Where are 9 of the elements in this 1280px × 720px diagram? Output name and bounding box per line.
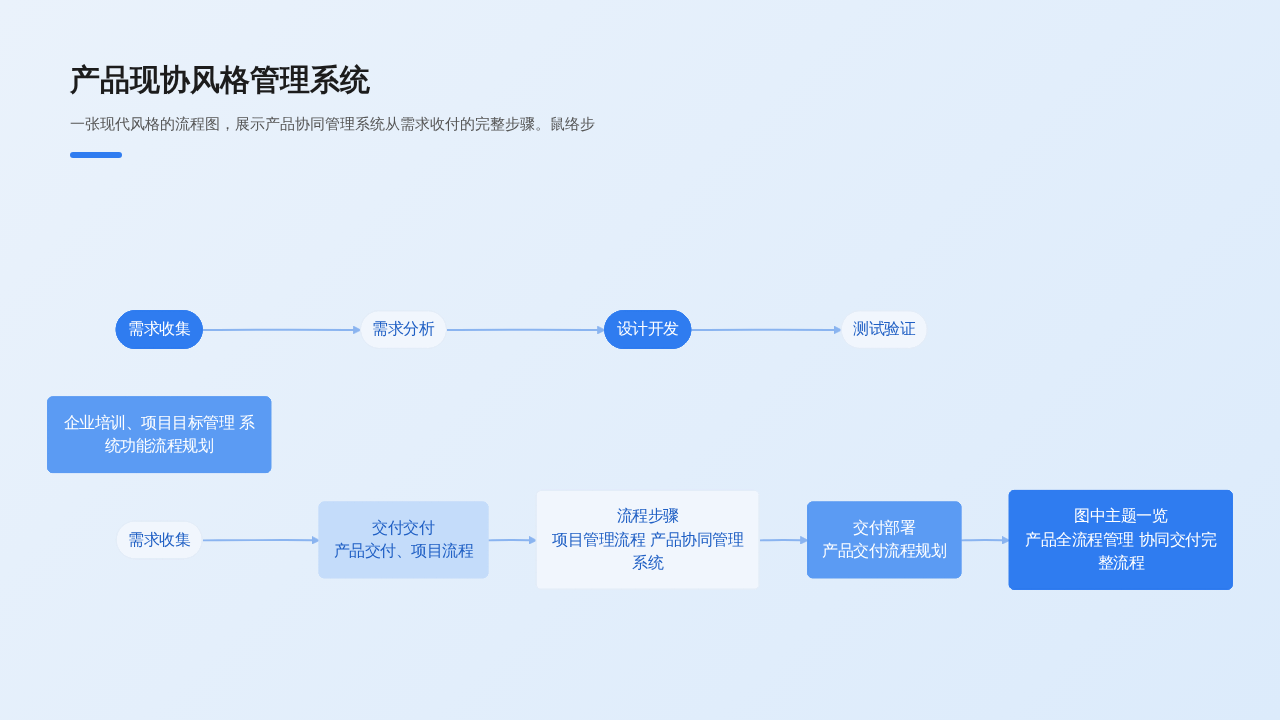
diagram-caption: 一张现代风格的流程图，展示产品协同管理系统从需求收付的完整步骤。鼠络步: [70, 115, 595, 134]
arrow: [446, 325, 606, 335]
arrow: [758, 535, 809, 545]
arrow: [487, 535, 538, 545]
arrow: [960, 535, 1011, 545]
arrow: [201, 325, 362, 335]
arrow: [201, 535, 321, 545]
arrow: [690, 325, 843, 335]
diagram-title: 产品现协风格管理系统: [70, 61, 371, 99]
